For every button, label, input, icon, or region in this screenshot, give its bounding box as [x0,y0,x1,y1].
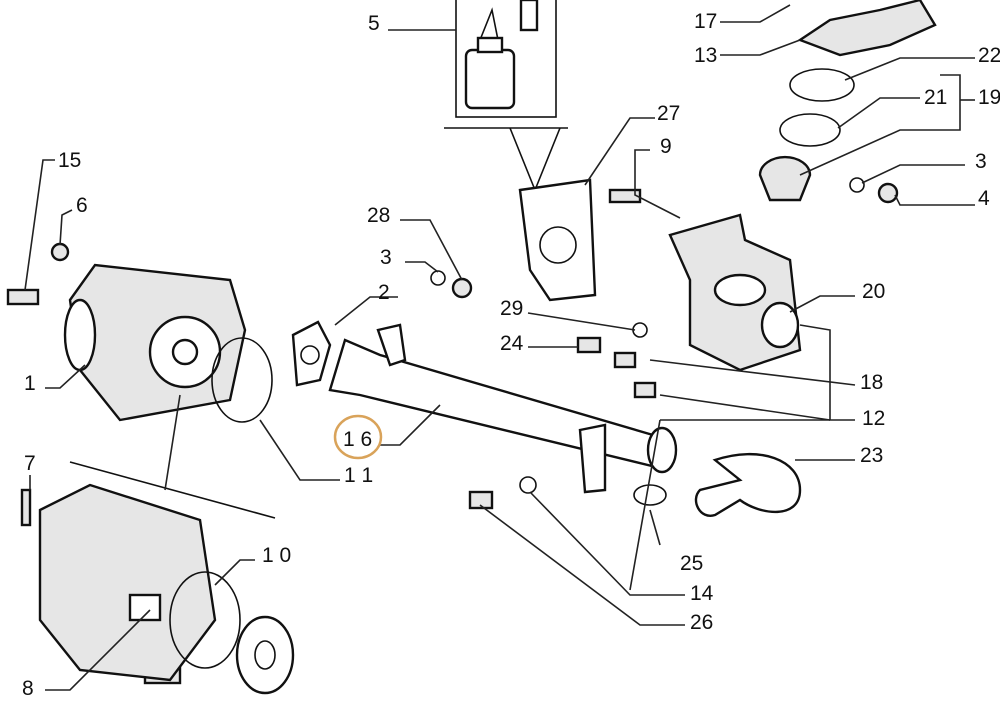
label-10: 1 0 [262,544,291,567]
label-14: 14 [690,582,714,605]
water-pump-housing-part [63,263,247,422]
label-2: 2 [378,281,390,304]
label-26: 26 [690,611,713,634]
label-3-mid: 3 [380,246,392,269]
o-ring-11-part [211,337,273,423]
highlight-circle [333,414,383,460]
pump-lower-view-part [38,461,295,695]
label-17: 17 [694,10,717,33]
label-24: 24 [500,332,524,355]
seal-22-part [789,68,855,102]
label-13: 13 [694,44,717,67]
label-15: 15 [58,149,81,172]
label-7: 7 [24,452,36,475]
hose-23-part [694,452,802,517]
label-28: 28 [367,204,390,227]
label-12: 12 [862,407,885,430]
label-4: 4 [978,187,990,210]
leader-lines [24,4,975,691]
label-23: 23 [860,444,883,467]
label-8: 8 [22,677,34,700]
label-27: 27 [657,102,680,125]
clamp-25-part [633,484,667,506]
label-3-top: 3 [975,150,987,173]
label-19: 19 [978,86,1000,109]
label-9: 9 [660,135,672,158]
label-22: 22 [978,44,1000,67]
thermostat-housing-part [668,213,802,372]
label-5: 5 [368,12,380,35]
label-6: 6 [76,194,88,217]
label-1: 1 [24,372,36,395]
thermostat-part [758,155,812,202]
label-11: 1 1 [344,464,373,487]
outlet-13-part [797,0,937,57]
sealant-kit-part [444,0,568,191]
seal-21-part [779,113,841,147]
callout-labels: 5 17 13 22 21 19 27 9 3 4 15 6 28 3 2 20… [22,10,1000,700]
label-16: 1 6 [343,428,372,451]
bracket-27-part [518,178,597,302]
label-21: 21 [924,86,947,109]
label-18: 18 [860,371,883,394]
label-20: 20 [862,280,885,303]
gasket-2-part [291,320,332,387]
label-25: 25 [680,552,703,575]
label-29: 29 [500,297,523,320]
coolant-pipe-16-part [328,323,678,494]
